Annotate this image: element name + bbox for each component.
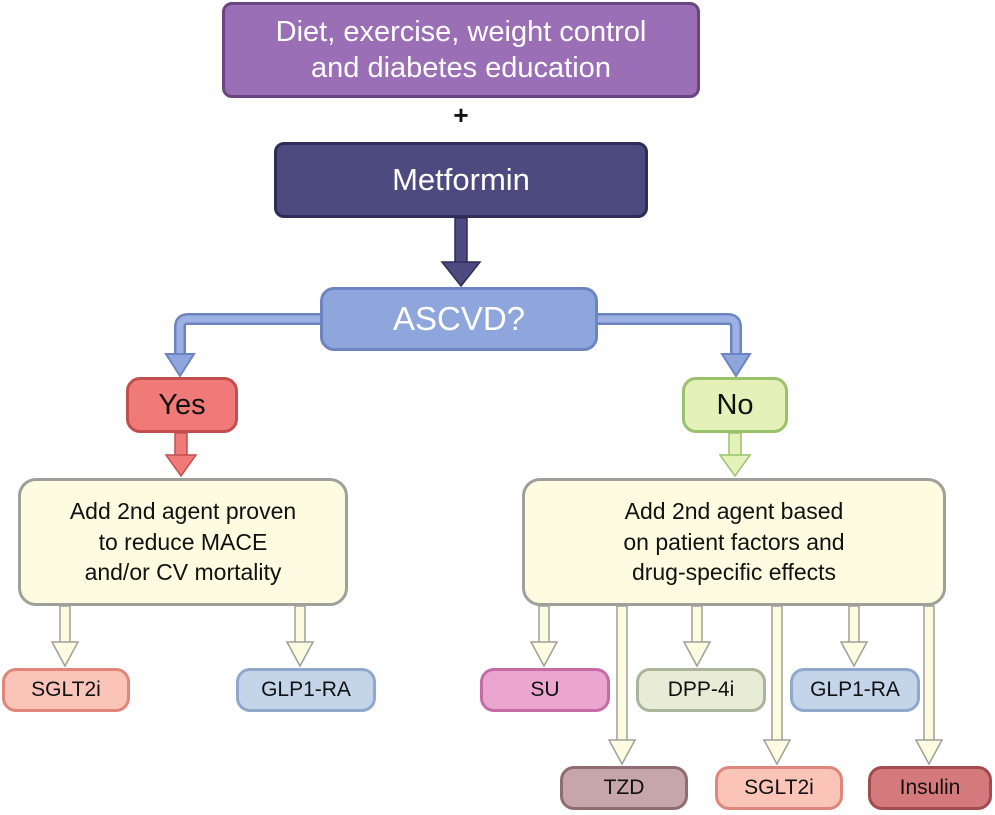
lifestyle-line-1: Diet, exercise, weight control xyxy=(275,15,647,48)
metformin-to-ascvd-arrow xyxy=(440,217,482,288)
drug-box-sglt2i-alt: SGLT2i xyxy=(715,766,843,810)
ascvd-to-yes-arrow xyxy=(164,313,320,378)
no-to-panel-arrow xyxy=(718,432,752,478)
yes-panel-line-3: and/or CV mortality xyxy=(84,559,282,586)
plus-sign: + xyxy=(453,100,469,130)
drug-box-tzd: TZD xyxy=(560,766,688,810)
drug-box-insulin: Insulin xyxy=(868,766,992,810)
no-panel-line-3: drug-specific effects xyxy=(631,559,837,586)
no-panel-line-1: Add 2nd agent based xyxy=(624,498,844,525)
to-tzd-arrow xyxy=(607,605,637,766)
drug-box-dpp4i: DPP-4i xyxy=(636,668,766,712)
no-panel-line-2: on patient factors and xyxy=(623,528,845,555)
lifestyle-line-2: and diabetes education xyxy=(311,52,611,84)
to-glp1ra-arrow xyxy=(285,605,315,668)
ascvd-decision-box: ASCVD? xyxy=(320,287,598,351)
to-glp1ra-b-arrow xyxy=(839,605,869,668)
yes-box: Yes xyxy=(126,377,238,433)
to-sglt2i-b-arrow xyxy=(762,605,792,766)
drug-box-su: SU xyxy=(480,668,610,712)
yes-recommendation-panel: Add 2nd agent proven to reduce MACE and/… xyxy=(18,478,348,606)
to-su-arrow xyxy=(529,605,559,668)
drug-box-sglt2i: SGLT2i xyxy=(2,668,130,712)
metformin-box: Metformin xyxy=(274,142,648,218)
to-dpp4i-arrow xyxy=(682,605,712,668)
to-sglt2i-arrow xyxy=(50,605,80,668)
to-insulin-arrow xyxy=(914,605,944,766)
lifestyle-box: Diet, exercise, weight control and diabe… xyxy=(222,2,700,98)
drug-box-glp1ra-alt: GLP1-RA xyxy=(790,668,920,712)
drug-box-glp1ra: GLP1-RA xyxy=(236,668,376,712)
yes-to-panel-arrow xyxy=(164,432,198,478)
no-box: No xyxy=(682,377,788,433)
yes-panel-line-1: Add 2nd agent proven xyxy=(69,498,297,525)
ascvd-to-no-arrow xyxy=(598,313,752,378)
no-recommendation-panel: Add 2nd agent based on patient factors a… xyxy=(522,478,946,606)
yes-panel-line-2: to reduce MACE xyxy=(98,528,268,555)
